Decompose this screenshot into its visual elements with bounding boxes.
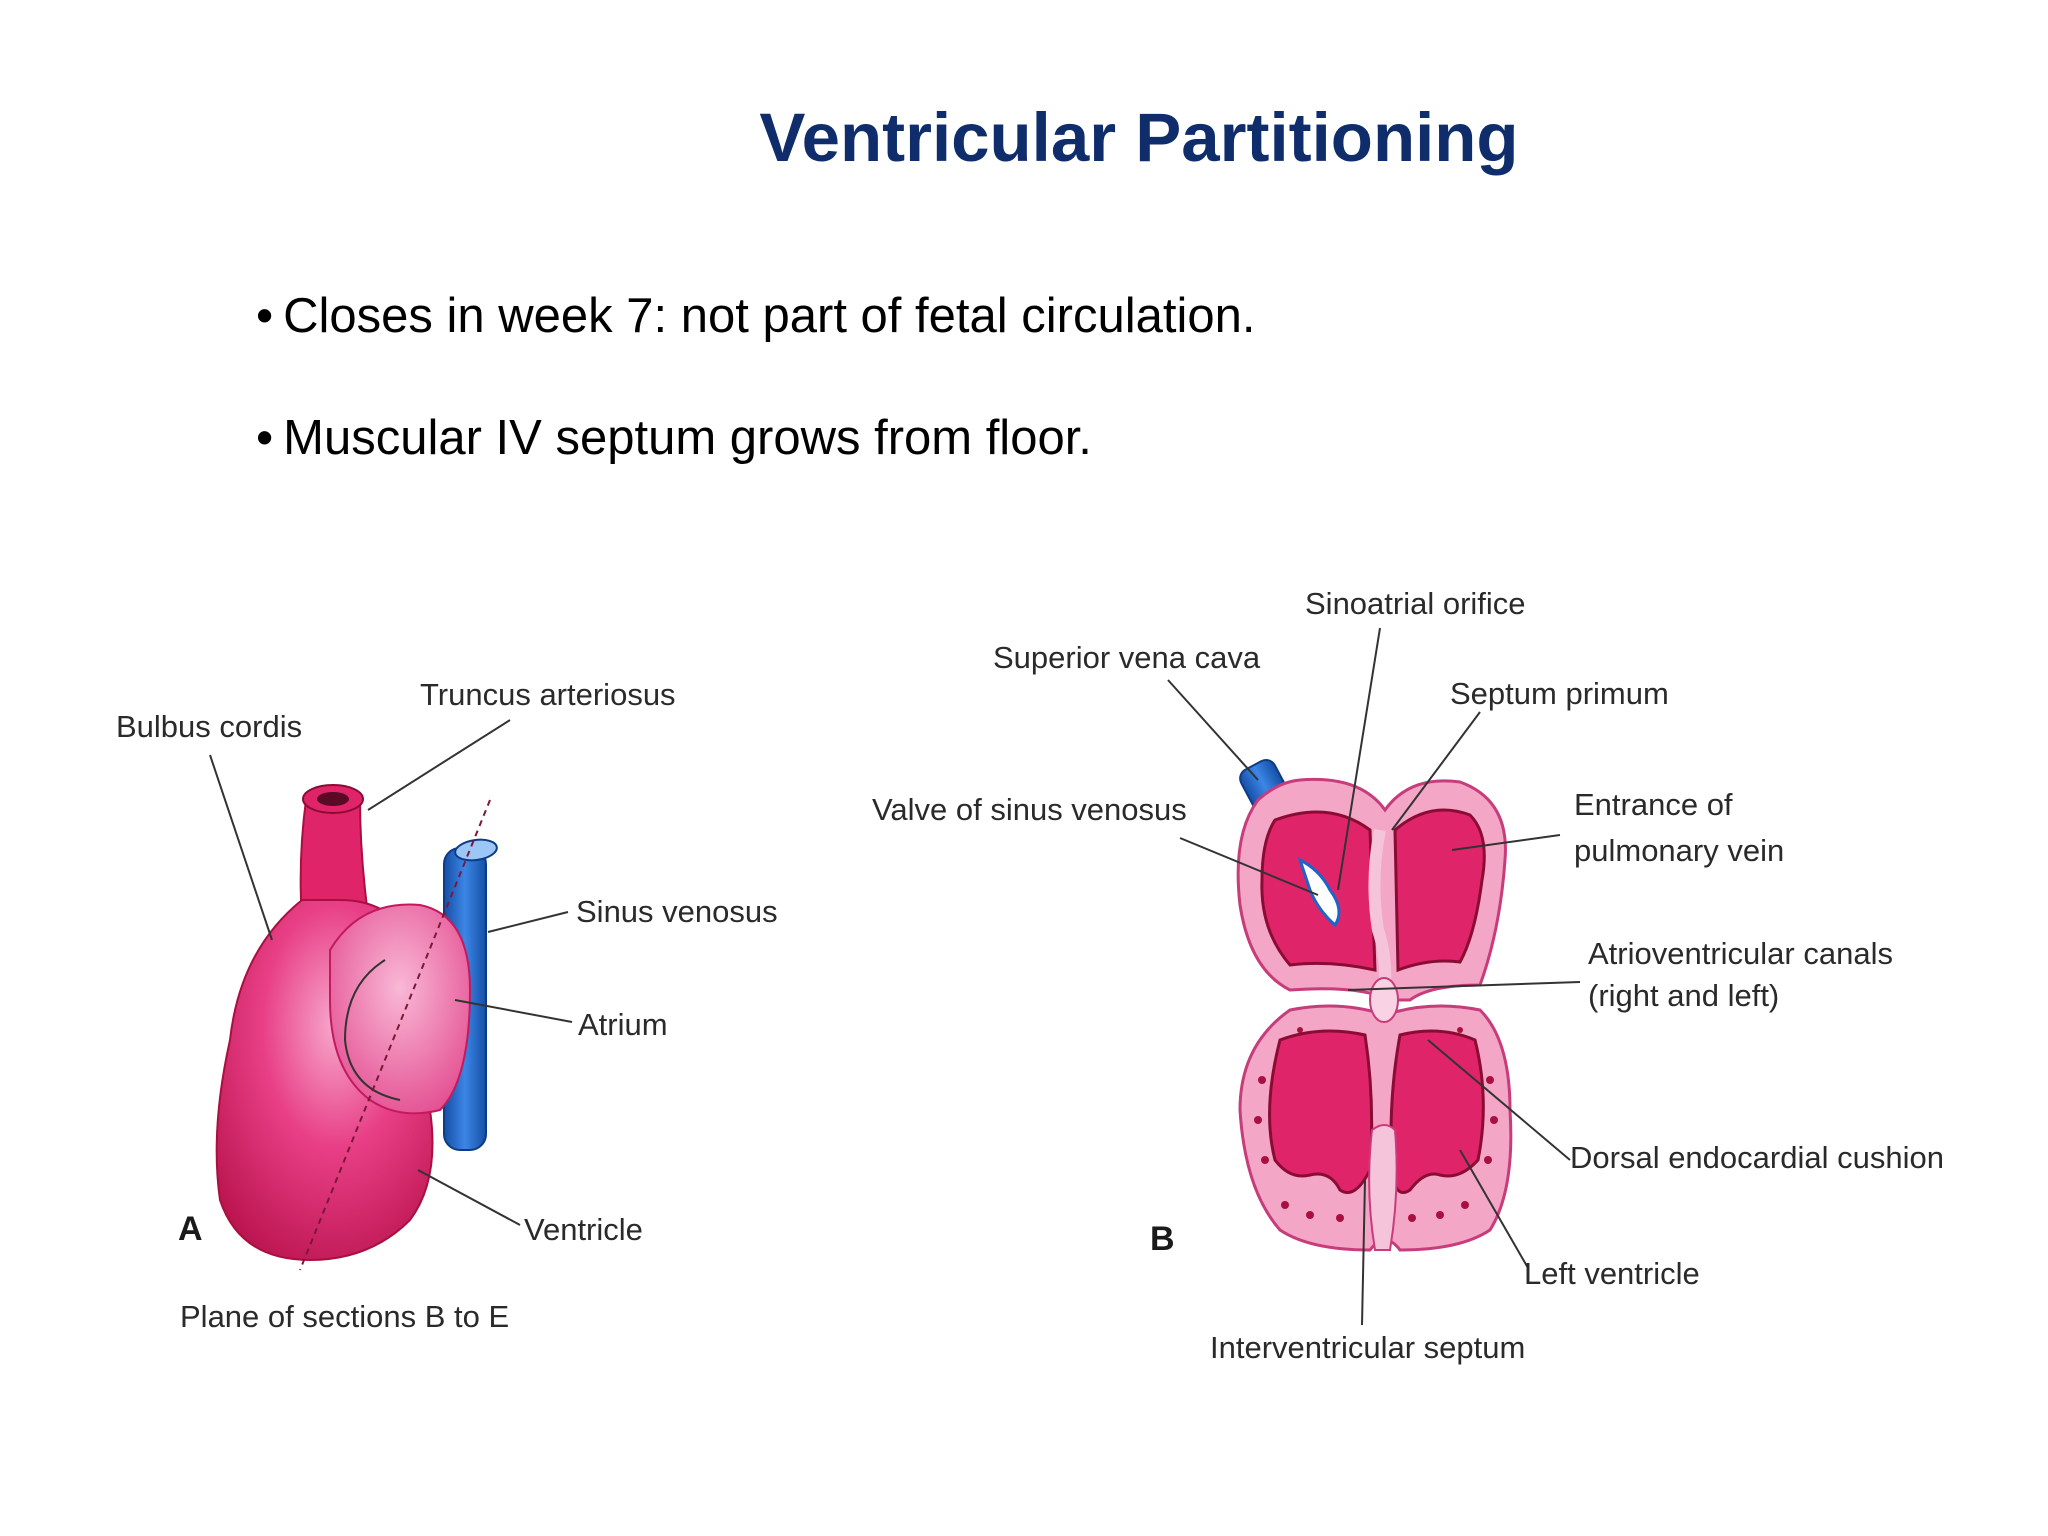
bullet-symbol: • — [256, 289, 274, 343]
leader-dorsal — [1427, 1039, 1571, 1161]
plane-line — [299, 799, 491, 1271]
leader-ventricle — [417, 1169, 521, 1226]
right-ventricle-cavity — [1268, 1029, 1374, 1194]
slide-title: Ventricular Partitioning — [759, 99, 1519, 176]
label-bulbus-cordis: Bulbus cordis — [116, 709, 302, 744]
leader-septum-primum — [1391, 711, 1481, 831]
left-atrium-cavity — [1393, 808, 1486, 973]
leader-sinus — [487, 911, 569, 933]
bullet-symbol: • — [256, 411, 274, 465]
vessel-opening — [454, 838, 498, 862]
leader-iv-septum — [1361, 1179, 1366, 1326]
panel-letter-b: B — [1150, 1220, 1175, 1258]
trabeculation-dots — [1254, 1027, 1498, 1222]
truncus-opening — [317, 792, 349, 806]
sinus-valve-shape — [1297, 857, 1341, 928]
label-truncus-arteriosus: Truncus arteriosus — [420, 677, 676, 712]
label-sinus-venosus: Sinus venosus — [576, 894, 778, 929]
bullet-item-2: •Muscular IV septum grows from floor. — [256, 414, 1092, 463]
bullet-text-2: Muscular IV septum grows from floor. — [283, 411, 1092, 465]
leader-entrance — [1451, 834, 1561, 851]
label-av-canals-sides: (right and left) — [1588, 978, 1779, 1013]
interventricular-septum-shape — [1368, 1124, 1398, 1251]
atrium-shape — [329, 903, 472, 1115]
leader-av-canals — [1347, 981, 1581, 991]
atrium-outline — [343, 959, 401, 1101]
label-atrium: Atrium — [578, 1007, 668, 1042]
label-dorsal-endocardial-cushion: Dorsal endocardial cushion — [1570, 1140, 1944, 1175]
endocardial-cushion — [1369, 977, 1399, 1023]
leader-left-ventricle — [1459, 1149, 1529, 1269]
leader-svc — [1167, 679, 1259, 781]
label-plane-of-sections: Plane of sections B to E — [180, 1299, 509, 1334]
leader-sinoatrial — [1337, 627, 1381, 891]
bullet-text-1: Closes in week 7: not part of fetal circ… — [283, 289, 1256, 343]
leader-truncus — [367, 719, 511, 811]
panel-letter-a: A — [178, 1210, 203, 1248]
label-entrance-of: Entrance of — [1574, 787, 1733, 822]
leader-bulbus — [209, 754, 273, 941]
septum-primum-shape — [1368, 828, 1392, 996]
label-sinoatrial-orifice: Sinoatrial orifice — [1305, 586, 1526, 621]
label-left-ventricle: Left ventricle — [1524, 1256, 1700, 1291]
leader-atrium — [454, 999, 573, 1023]
label-interventricular-septum: Interventricular septum — [1210, 1330, 1525, 1365]
bullet-item-1: •Closes in week 7: not part of fetal cir… — [256, 292, 1255, 341]
leader-valve — [1179, 837, 1319, 896]
figure-b: Sinoatrial orifice Superior vena cava Se… — [872, 586, 1944, 1365]
label-valve-sinus-venosus: Valve of sinus venosus — [872, 792, 1187, 827]
label-ventricle: Ventricle — [524, 1212, 643, 1247]
label-superior-vena-cava: Superior vena cava — [993, 640, 1261, 675]
label-septum-primum: Septum primum — [1450, 676, 1669, 711]
label-pulmonary-vein: pulmonary vein — [1574, 833, 1784, 868]
figure-a: Bulbus cordis Truncus arteriosus Sinus v… — [116, 677, 778, 1334]
label-av-canals: Atrioventricular canals — [1588, 936, 1893, 971]
